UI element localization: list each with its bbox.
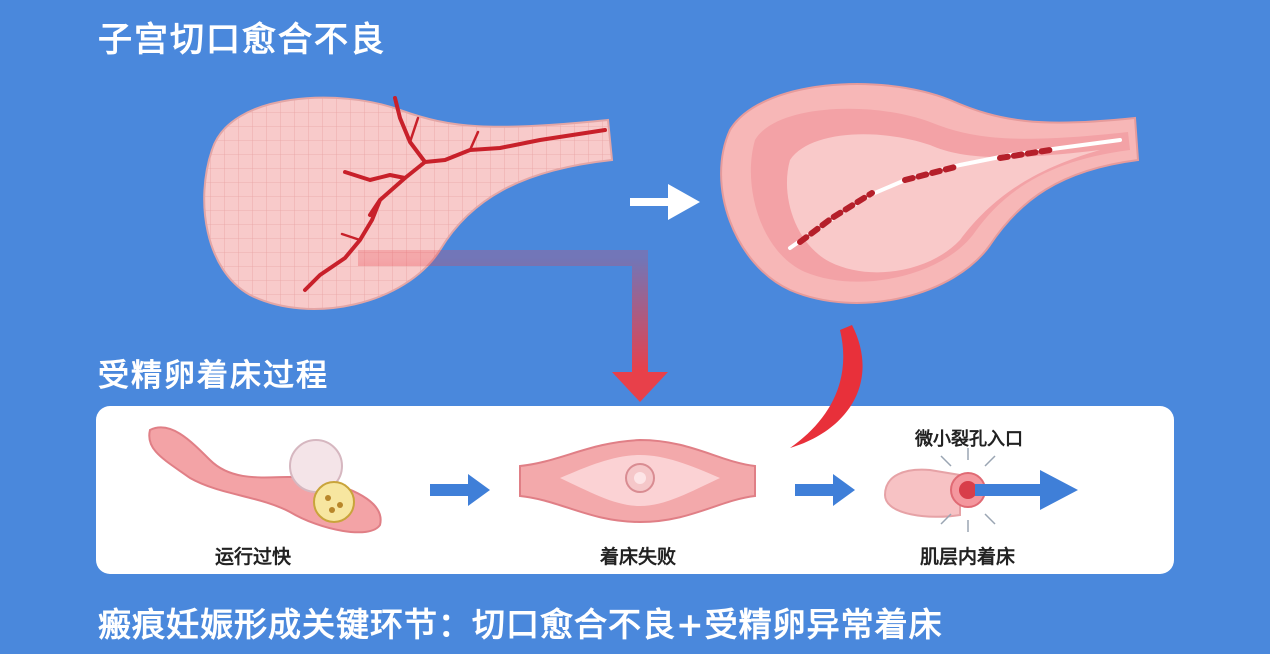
down-arrow-icon xyxy=(612,372,668,402)
caption-fast-transit: 运行过快 xyxy=(215,546,292,568)
title-incision-poor-healing: 子宫切口愈合不良 xyxy=(98,20,386,60)
caption-micro-fissure: 微小裂孔入口 xyxy=(915,429,1023,450)
crack-icon xyxy=(303,96,607,292)
blue-arrow-icon-1 xyxy=(430,474,490,506)
caption-myometrium-implant: 肌层内着床 xyxy=(920,546,1016,568)
step-myometrium-implant xyxy=(883,448,1078,532)
curved-arrow-icon xyxy=(790,325,863,448)
blue-arrow-icon-3 xyxy=(975,470,1078,510)
title-key-link: 瘢痕妊娠形成关键环节：切口愈合不良+受精卵异常着床 xyxy=(98,605,943,644)
embryo-icon xyxy=(313,481,355,523)
step-fast-transit xyxy=(148,426,382,534)
caption-implant-fail: 着床失败 xyxy=(600,546,677,568)
connector-line xyxy=(358,250,648,372)
step-implant-fail xyxy=(519,438,756,524)
title-implantation-process: 受精卵着床过程 xyxy=(98,358,329,394)
right-arrow-icon xyxy=(630,184,700,220)
blue-arrow-icon-2 xyxy=(795,474,855,506)
uterus-cracked xyxy=(203,96,614,310)
uterus-scar xyxy=(720,83,1140,304)
